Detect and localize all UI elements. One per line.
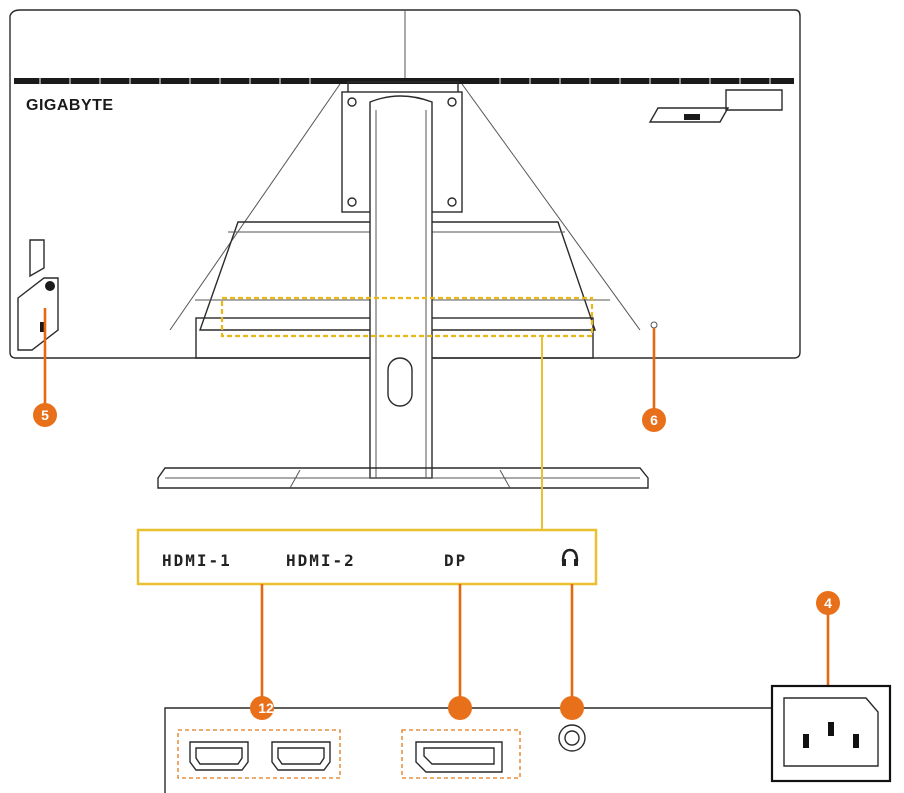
hdmi-2-label: HDMI-2 — [286, 551, 356, 570]
headphone-icon — [561, 548, 579, 566]
port-label-bar — [136, 528, 598, 586]
hdmi-1-label: HDMI-1 — [162, 551, 232, 570]
callout-5: 5 — [33, 403, 57, 427]
svg-text:6: 6 — [650, 412, 658, 428]
monitor-stand — [157, 95, 649, 489]
svg-text:4: 4 — [824, 595, 832, 611]
callout-12: 12 — [250, 696, 274, 720]
svg-text:12: 12 — [258, 700, 274, 716]
callout-audio — [560, 696, 584, 720]
callout-6: 6 — [642, 408, 666, 432]
monitor-back-panel — [9, 9, 801, 359]
io-highlight — [220, 296, 594, 530]
callout-4: 4 — [816, 591, 840, 615]
io-panel-detail — [164, 684, 892, 793]
port-leaders — [43, 308, 830, 706]
brand-logo: GIGABYTE — [26, 97, 114, 114]
callout-dp — [448, 696, 472, 720]
dp-label: DP — [444, 551, 467, 570]
svg-text:5: 5 — [41, 407, 49, 423]
